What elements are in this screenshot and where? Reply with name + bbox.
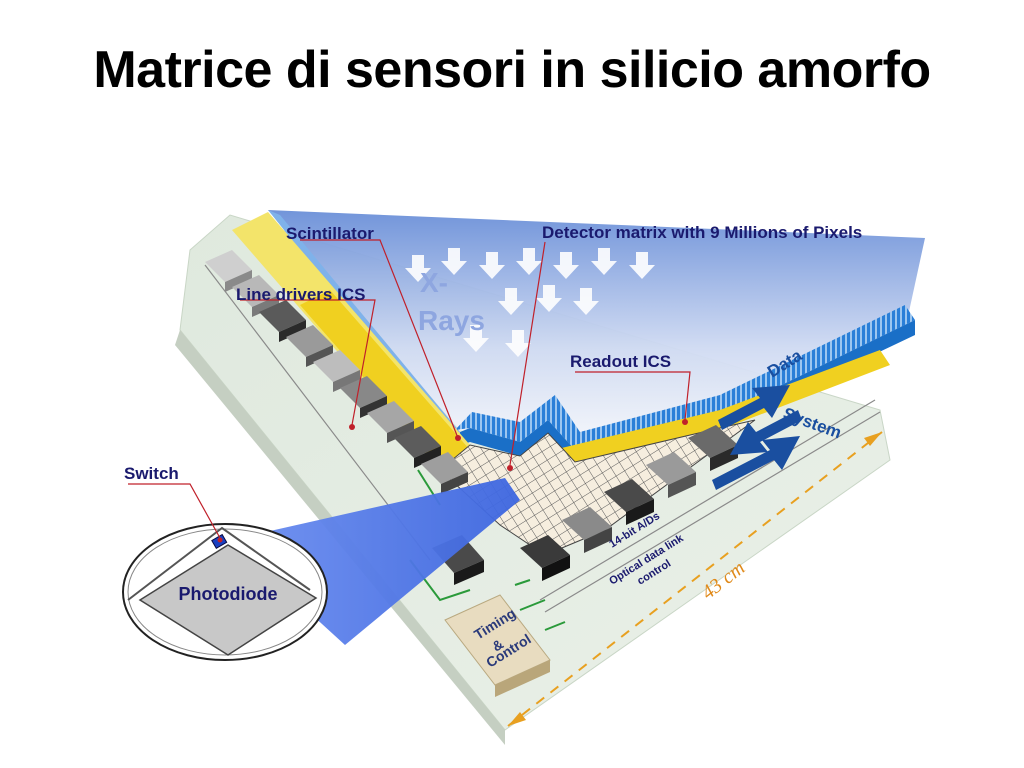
photodiode-label: Photodiode	[179, 584, 278, 604]
leader-lines	[128, 239, 691, 539]
data-system-arrows	[712, 385, 802, 490]
xrays-label-line1: X-	[420, 267, 448, 298]
dimension-arrow	[507, 431, 883, 727]
xray-arrows	[405, 248, 655, 357]
xrays-label-line2: Rays	[418, 305, 485, 336]
detector-matrix-label: Detector matrix with 9 Millions of Pixel…	[542, 223, 862, 242]
readout-label: Readout ICS	[570, 352, 671, 371]
line-driver-band	[232, 212, 470, 470]
photodiode-callout	[122, 523, 328, 661]
switch-label: Switch	[124, 464, 179, 483]
slide-title: Matrice di sensori in silicio amorfo	[93, 41, 931, 99]
leader-dots	[217, 419, 688, 543]
scintillator-label: Scintillator	[286, 224, 374, 243]
line-driver-chips	[205, 250, 484, 585]
readout-chips	[520, 425, 738, 581]
timing-control-block	[444, 594, 551, 697]
line-drivers-label: Line drivers ICS	[236, 285, 365, 304]
